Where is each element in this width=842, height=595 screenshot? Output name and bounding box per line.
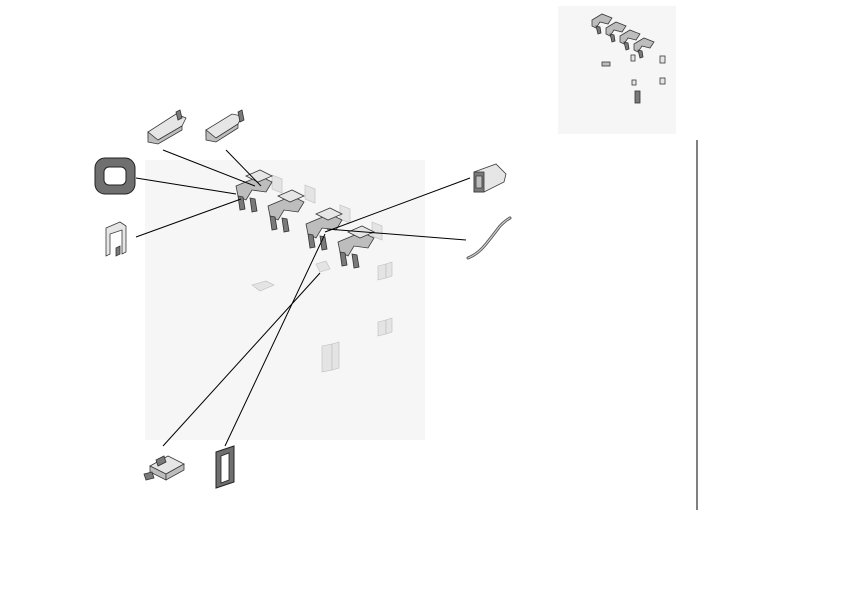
overview-small-part-icon bbox=[659, 55, 666, 64]
overview-small-part-icon bbox=[634, 90, 641, 104]
overview-small-part-icon bbox=[630, 54, 636, 62]
overview-hinge-icon bbox=[633, 37, 655, 59]
leader-line bbox=[324, 177, 471, 233]
overview-small-part-icon bbox=[601, 61, 611, 67]
hinge-assembly bbox=[235, 169, 375, 269]
leader-line bbox=[162, 149, 256, 187]
rod-spring-icon bbox=[466, 216, 512, 260]
rail-bracket-left-icon bbox=[147, 109, 187, 145]
hood-housing-icon bbox=[473, 163, 507, 193]
leader-line bbox=[225, 149, 262, 187]
overview-hinge-icon bbox=[619, 29, 641, 51]
leader-line bbox=[224, 233, 326, 447]
assembly-ghost-parts bbox=[251, 174, 393, 373]
clip-bracket-icon bbox=[105, 221, 127, 257]
overview-small-part-icon bbox=[631, 79, 637, 86]
overview-hinge-icon bbox=[605, 21, 627, 43]
overview-small-part-icon bbox=[659, 77, 666, 85]
leader-line bbox=[135, 198, 242, 238]
gasket-ring-icon bbox=[94, 157, 136, 195]
rail-bracket-right-icon bbox=[205, 109, 245, 143]
leader-line bbox=[135, 177, 237, 195]
overview-hinge-icon bbox=[591, 13, 613, 35]
overview-thumbnail bbox=[591, 13, 666, 104]
hinge-unit-icon bbox=[235, 169, 273, 213]
leader-line bbox=[326, 228, 467, 241]
latch-mechanism-icon bbox=[143, 455, 185, 481]
leader-lines bbox=[135, 149, 471, 447]
frame-gasket-icon bbox=[215, 445, 235, 489]
hinge-unit-icon bbox=[267, 189, 305, 233]
leader-line bbox=[162, 272, 321, 447]
